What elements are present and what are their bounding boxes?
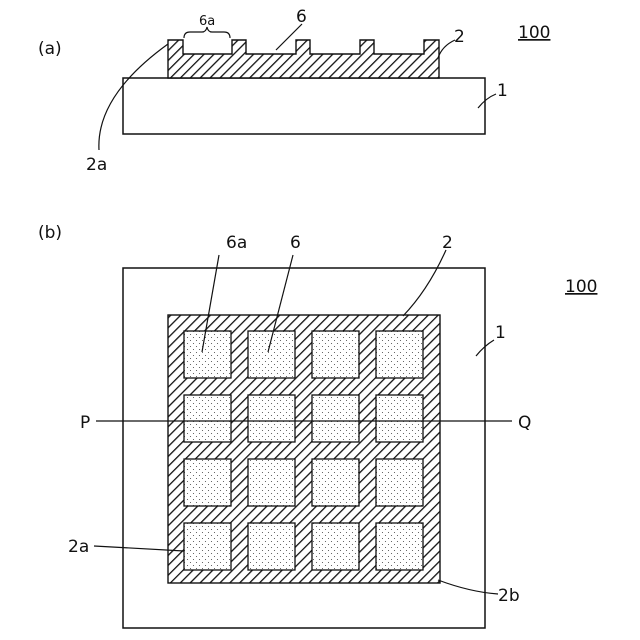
label-2a-b: 2a bbox=[68, 537, 89, 557]
leader-2-a bbox=[438, 40, 455, 58]
label-2b-b: 2b bbox=[498, 586, 520, 606]
cell-6a-r1-c1 bbox=[184, 331, 231, 378]
cell-6a-r1-c3 bbox=[312, 331, 359, 378]
panel-a-ref-number: 100 bbox=[518, 23, 550, 43]
cell-6a-r4-c2 bbox=[248, 523, 295, 570]
label-6-a: 6 bbox=[296, 7, 307, 27]
label-6-b: 6 bbox=[290, 233, 301, 253]
label-1-b: 1 bbox=[495, 323, 506, 343]
label-p: P bbox=[80, 413, 90, 433]
substrate-1-section bbox=[123, 78, 485, 134]
label-6a-b: 6a bbox=[226, 233, 247, 253]
panel-a: (a) 100 6a 6 2 1 2a bbox=[38, 7, 550, 175]
label-6a-a: 6a bbox=[199, 14, 215, 29]
cell-6a-r2-c4 bbox=[376, 395, 423, 442]
cell-6a-r2-c3 bbox=[312, 395, 359, 442]
cell-6a-r3-c3 bbox=[312, 459, 359, 506]
cell-6a-r1-c4 bbox=[376, 331, 423, 378]
panel-b: (b) 100 P Q 6a 6 2 1 2a 2b bbox=[38, 223, 597, 628]
label-2-a: 2 bbox=[454, 27, 465, 47]
cell-6a-r3-c2 bbox=[248, 459, 295, 506]
cell-6a-r4-c3 bbox=[312, 523, 359, 570]
panel-b-tag: (b) bbox=[38, 223, 62, 243]
panel-a-tag: (a) bbox=[38, 39, 62, 59]
cell-6a-r3-c1 bbox=[184, 459, 231, 506]
cell-6a-r3-c4 bbox=[376, 459, 423, 506]
label-2a-a: 2a bbox=[86, 155, 107, 175]
panel-b-ref-number: 100 bbox=[565, 277, 597, 297]
cell-6a-r4-c4 bbox=[376, 523, 423, 570]
cell-6a-r2-c1 bbox=[184, 395, 231, 442]
cell-6a-r4-c1 bbox=[184, 523, 231, 570]
label-2-b: 2 bbox=[442, 233, 453, 253]
label-1-a: 1 bbox=[497, 81, 508, 101]
label-q: Q bbox=[518, 413, 531, 433]
hatched-layer-2-section bbox=[168, 40, 439, 78]
cell-6a-r2-c2 bbox=[248, 395, 295, 442]
